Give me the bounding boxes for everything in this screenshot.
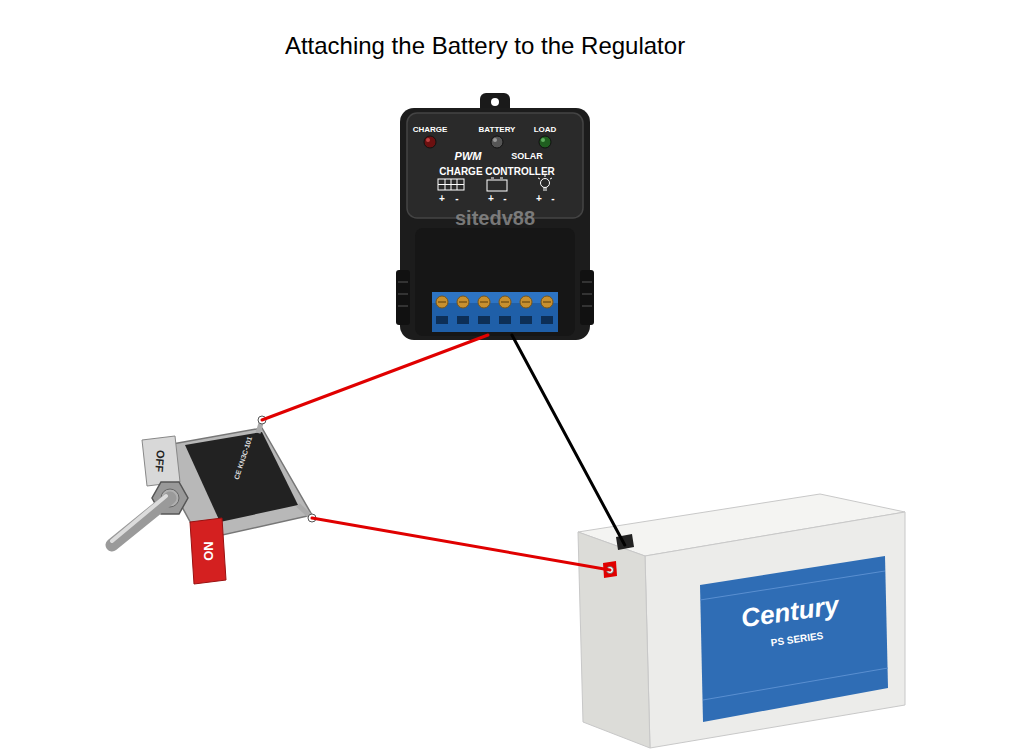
polarity-mark: - — [455, 193, 458, 204]
toggle-switch-drawing — [112, 416, 316, 584]
battery: CenturyPS SERIES — [610, 545, 905, 745]
wire — [512, 335, 625, 545]
watermark: sitedv88 — [455, 207, 535, 230]
battery-drawing — [578, 494, 905, 748]
toggle-switch: OFF ON CE KN3C-101 — [100, 420, 312, 560]
component-label: PS SERIES — [770, 630, 824, 648]
diagram-title: Attaching the Battery to the Regulator — [0, 32, 970, 60]
polarity-mark: + — [488, 193, 494, 204]
polarity-mark: + — [536, 193, 542, 204]
component-label: Century — [739, 590, 841, 634]
polarity-mark: - — [551, 193, 554, 204]
component-label: ON — [201, 541, 216, 561]
component-label: LOAD — [534, 125, 557, 134]
polarity-mark: + — [439, 193, 445, 204]
component-label: OFF — [153, 450, 167, 473]
charge-controller-drawing — [396, 93, 594, 340]
component-label: SOLAR — [511, 151, 543, 161]
component-label: CE KN3C-101 — [233, 436, 253, 481]
component-label: CHARGE — [413, 125, 448, 134]
component-label: PWM — [455, 150, 482, 162]
component-label: CHARGE CONTROLLER — [439, 166, 555, 177]
component-label: BATTERY — [479, 125, 516, 134]
polarity-mark: - — [503, 193, 506, 204]
wire — [312, 518, 610, 570]
wire — [262, 335, 488, 420]
